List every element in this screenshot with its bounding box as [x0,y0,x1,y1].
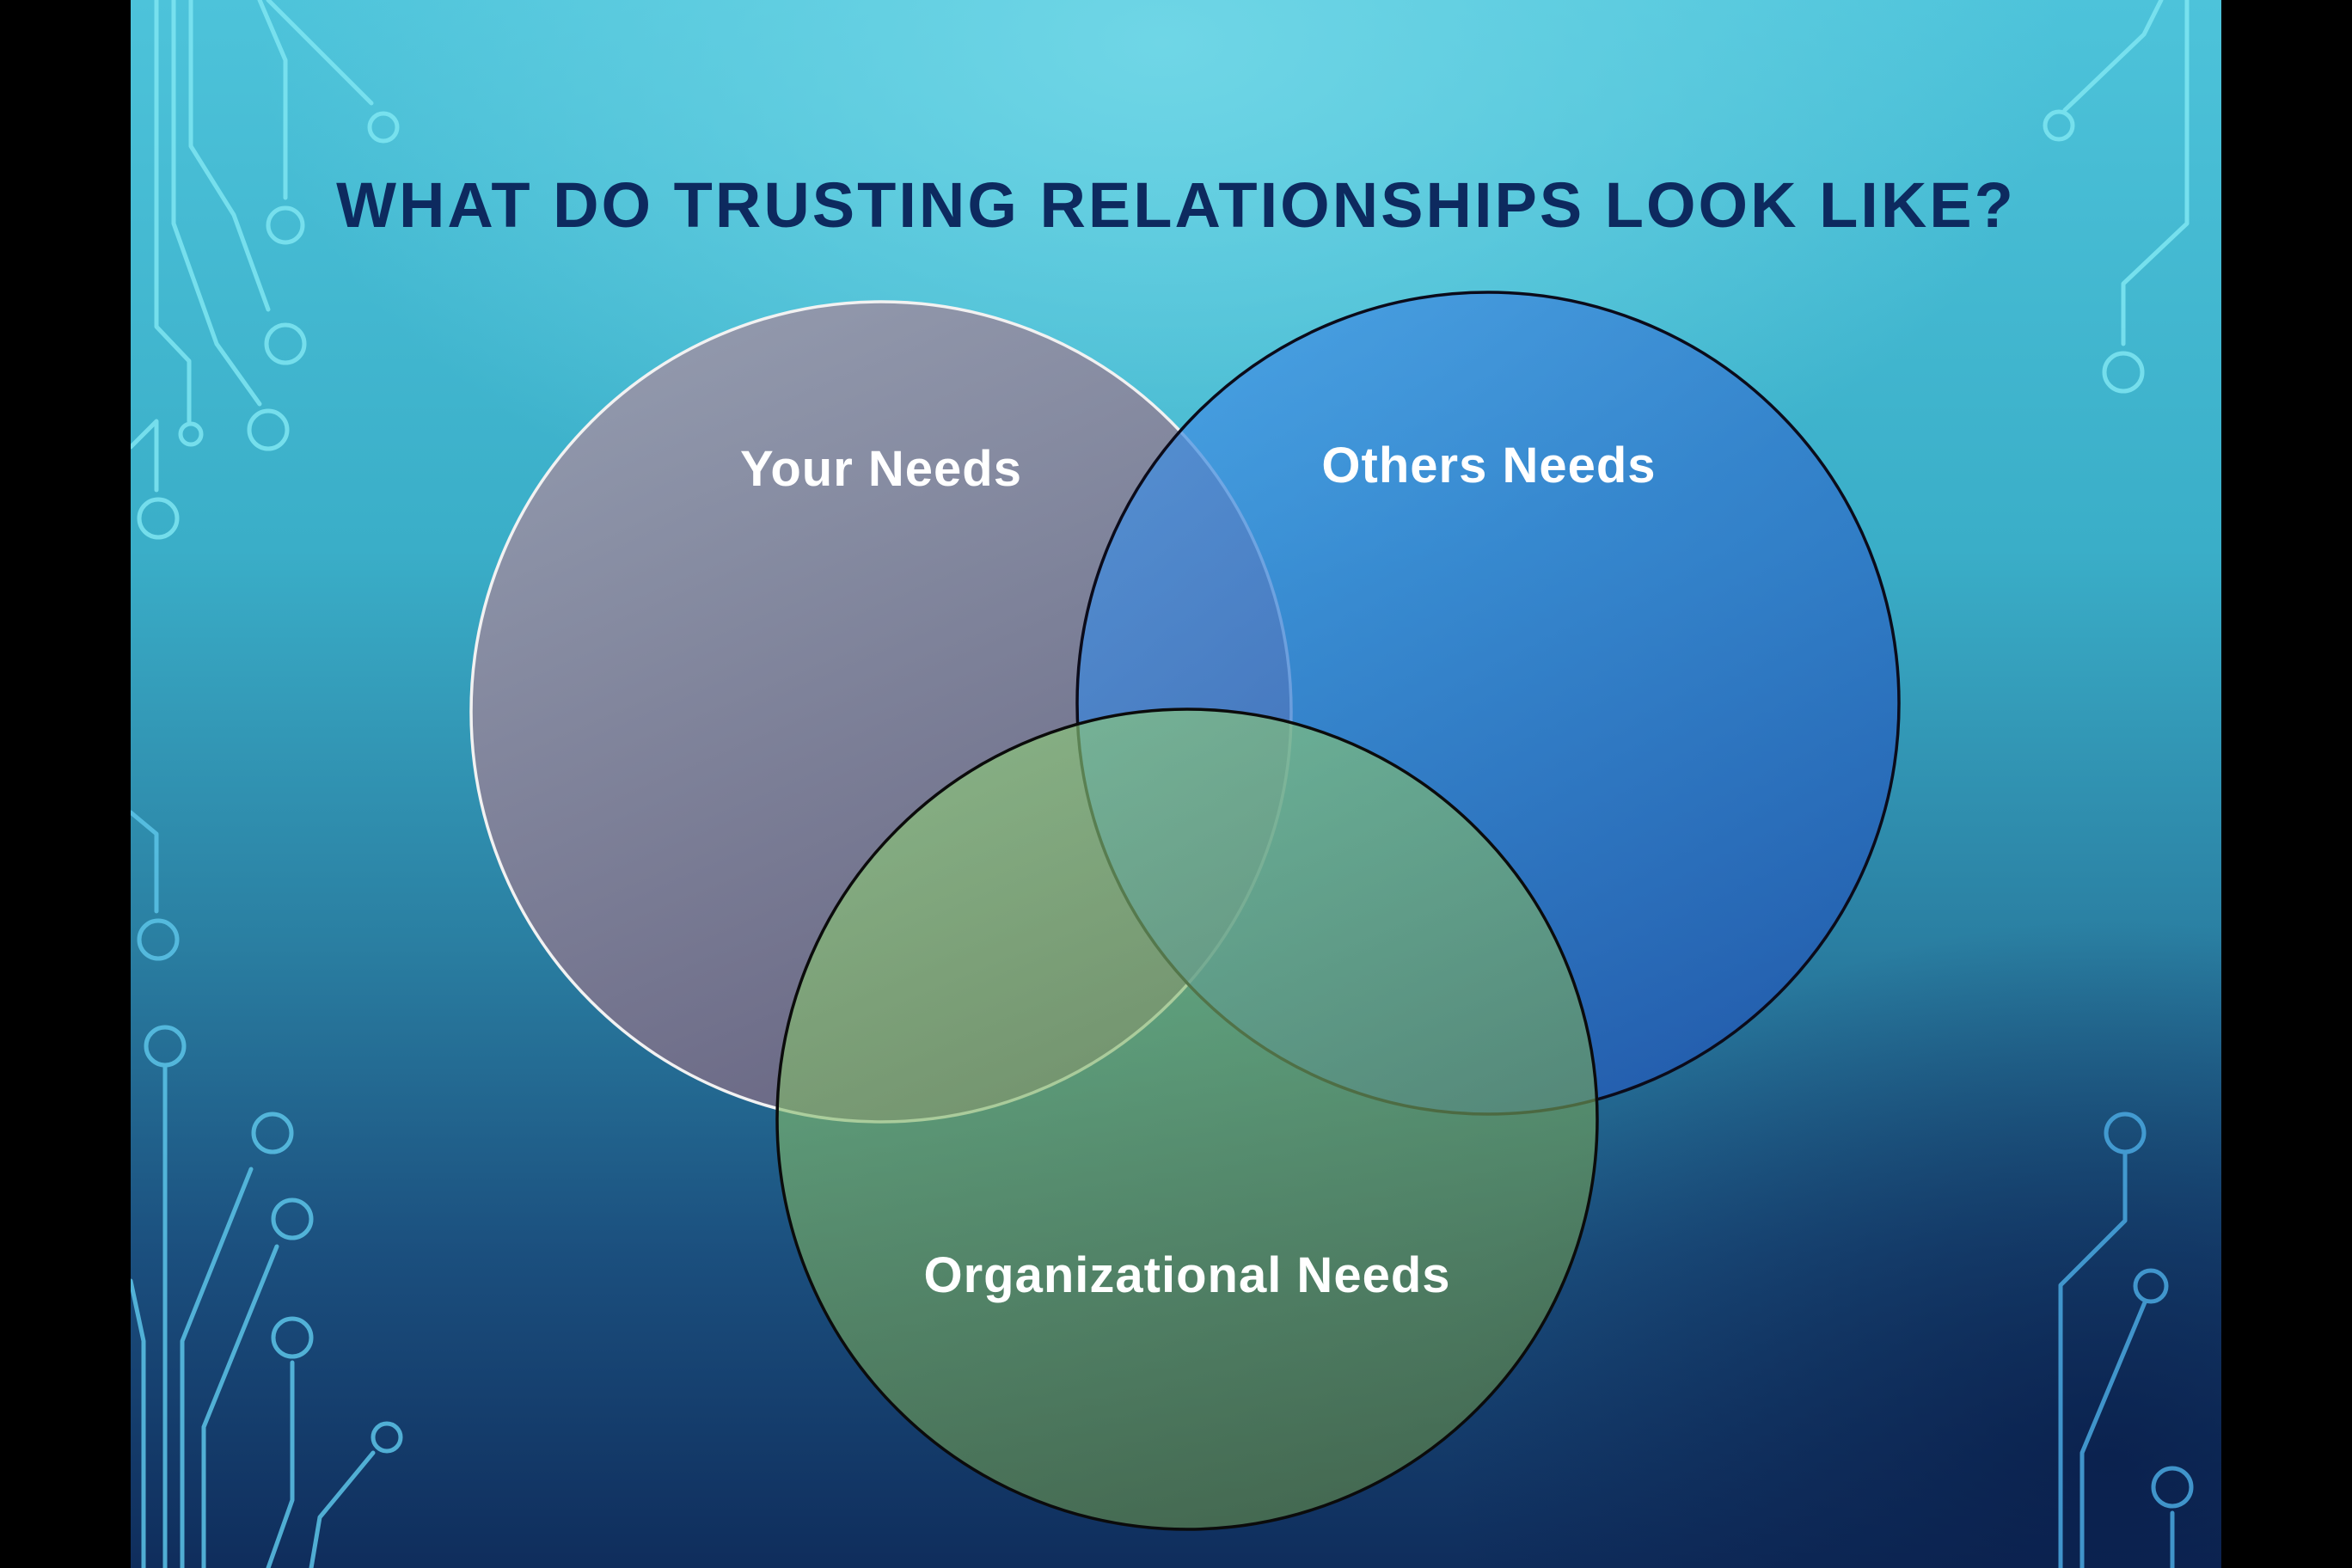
venn-label-your-needs: Your Needs [739,441,1022,497]
letterbox-left [0,0,131,1568]
circuit-top-left [131,0,400,540]
venn-label-organizational-needs: Organizational Needs [923,1247,1451,1303]
venn-label-others-needs: Others Needs [1321,438,1657,493]
circuit-top-right [2043,0,2190,394]
circuit-bottom-left [131,810,403,1568]
letterbox-right [2221,0,2352,1568]
slide-title: WHAT DO TRUSTING RELATIONSHIPS LOOK LIKE… [336,169,2016,241]
venn-diagram [469,291,1901,1531]
slide: WHAT DO TRUSTING RELATIONSHIPS LOOK LIKE… [131,0,2221,1568]
venn-circle-organizational-needs [775,707,1599,1531]
circuit-decoration [131,0,2194,1568]
circuit-bottom-right [2058,1112,2194,1568]
